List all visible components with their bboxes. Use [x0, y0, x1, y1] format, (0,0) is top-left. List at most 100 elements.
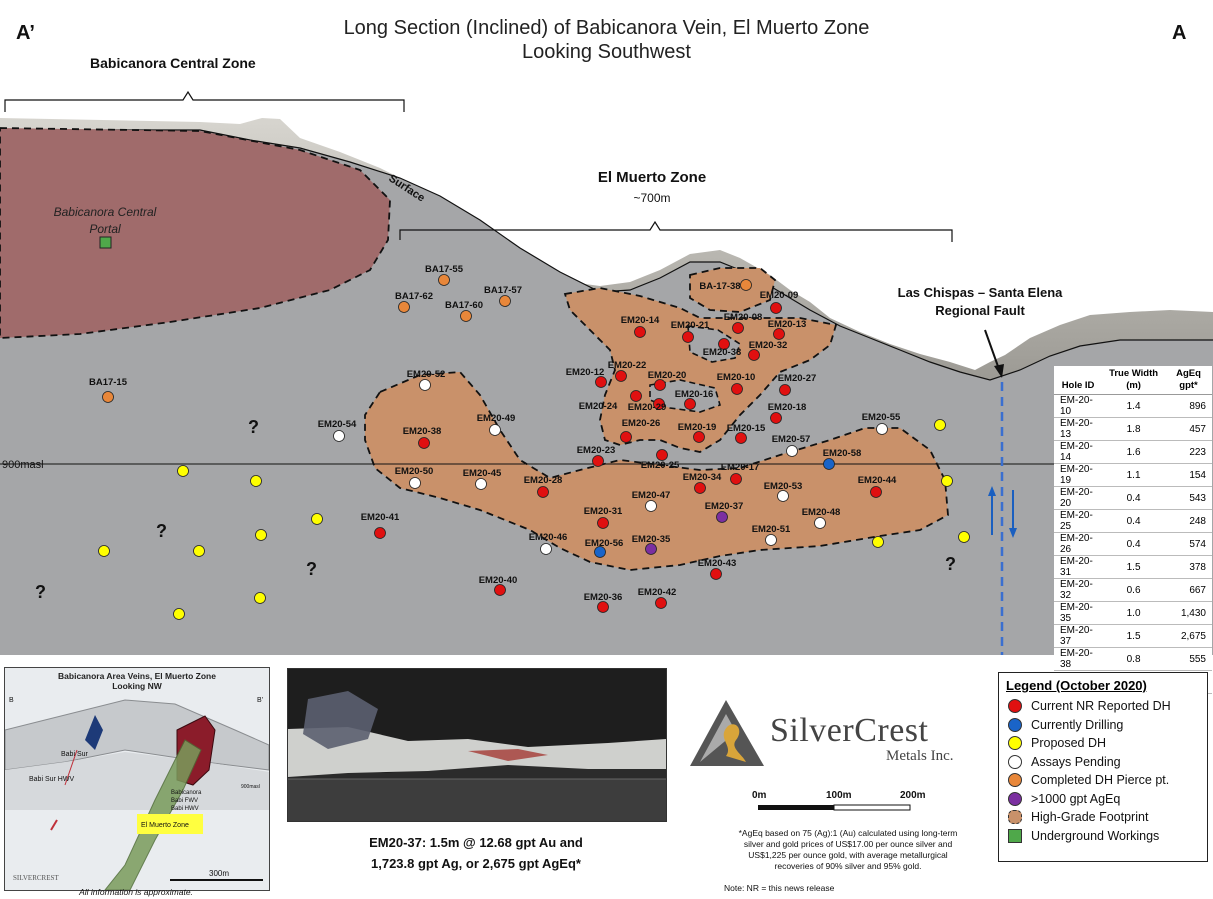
table-cell: 1.8	[1102, 417, 1166, 441]
corner-right-label: A	[1172, 22, 1187, 44]
unknown-marker: ?	[35, 582, 46, 602]
central-zone-label: Babicanora Central Zone	[90, 55, 256, 71]
drillhole-marker	[718, 338, 730, 350]
inset-3d-view: Babicanora Area Veins, El Muerto Zone Lo…	[4, 667, 270, 891]
results-table: Hole ID True Width (m) AgEq gpt* EM-20-1…	[1054, 366, 1212, 694]
table-header-hole-id: Hole ID	[1054, 366, 1103, 395]
drillhole-marker	[684, 398, 696, 410]
drillhole-marker	[494, 584, 506, 596]
portal-label-line2: Portal	[89, 222, 121, 236]
drillhole-label: EM20-32	[749, 340, 788, 351]
unknown-marker: ?	[945, 554, 956, 574]
drillhole-label: EM20-53	[764, 481, 803, 492]
drillhole-marker	[694, 482, 706, 494]
legend-swatch	[1008, 736, 1022, 751]
inset-scale-label: 300m	[209, 869, 229, 878]
table-cell: 457	[1165, 417, 1212, 441]
legend-swatch	[1008, 754, 1022, 769]
drillhole-marker	[773, 328, 785, 340]
drillhole-marker	[409, 477, 421, 489]
drillhole-marker	[748, 349, 760, 361]
drillhole-label: EM20-57	[772, 434, 811, 445]
portal-label-line1: Babicanora Central	[54, 205, 157, 219]
proposed-drillhole-marker	[254, 592, 266, 604]
drillhole-label: EM20-18	[768, 402, 807, 413]
drillhole-marker	[765, 534, 777, 546]
scale-label-200: 200m	[900, 790, 926, 801]
table-cell: EM-20-13	[1054, 417, 1103, 441]
drillhole-label: EM20-38	[403, 426, 442, 437]
el-muerto-width-label: ~700m	[633, 191, 670, 205]
scale-label-100: 100m	[826, 790, 852, 801]
drillhole-label: EM20-56	[585, 538, 624, 549]
drillhole-marker	[419, 379, 431, 391]
drillhole-label: EM20-51	[752, 524, 791, 535]
table-cell: 1.1	[1102, 463, 1166, 487]
drillhole-label: EM20-44	[858, 475, 897, 486]
table-cell: 555	[1165, 647, 1212, 671]
drillhole-label: EM20-29	[628, 402, 667, 413]
footnote-line4: recoveries of 90% silver and 95% gold.	[774, 861, 922, 871]
proposed-drillhole-marker	[98, 545, 110, 557]
inset-title-line2: Looking NW	[112, 681, 162, 691]
drillhole-marker	[645, 500, 657, 512]
drillhole-label: EM20-24	[579, 401, 618, 412]
drillhole-label: BA17-62	[395, 291, 433, 302]
babicanora-central-zone-area	[0, 127, 391, 339]
nr-note: Note: NR = this news release	[724, 883, 835, 893]
table-cell: EM-20-20	[1054, 486, 1103, 510]
drillhole-marker	[592, 455, 604, 467]
drillhole-label: EM20-22	[608, 360, 647, 371]
silvercrest-logo-icon	[690, 700, 764, 766]
drillhole-marker	[597, 517, 609, 529]
drillhole-label: EM20-21	[671, 320, 710, 331]
drillhole-label: BA17-57	[484, 285, 522, 296]
drillhole-marker	[653, 398, 665, 410]
legend-label: >1000 gpt AgEq	[1031, 791, 1121, 806]
drillhole-marker	[374, 527, 386, 539]
inset-b-left: B	[9, 697, 14, 704]
legend-swatch	[1008, 791, 1022, 806]
drillhole-label: EM20-43	[698, 558, 737, 569]
table-cell: 1.0	[1102, 601, 1166, 625]
legend-item: Assays Pending	[1008, 753, 1207, 772]
inset-babi-hwv: Babi HWV	[171, 806, 199, 812]
drillhole-marker	[438, 274, 450, 286]
drillhole-label: EM20-27	[778, 373, 817, 384]
footnote-line3: US$1,225 per ounce gold, with average me…	[748, 850, 948, 860]
proposed-drillhole-marker	[934, 419, 946, 431]
map-title-line2: Looking Southwest	[521, 41, 691, 63]
drillhole-label: EM20-58	[823, 448, 862, 459]
table-cell: 1.4	[1102, 394, 1166, 418]
map-title: Long Section (Inclined) of Babicanora Ve…	[0, 16, 1213, 64]
high-grade-footprint-upper	[563, 287, 838, 453]
table-cell: EM-20-38	[1054, 647, 1103, 671]
elevation-label: 900masl	[2, 459, 44, 471]
table-cell: 248	[1165, 509, 1212, 533]
drillhole-marker	[655, 597, 667, 609]
drillhole-label: BA17-60	[445, 300, 483, 311]
drillhole-marker	[460, 310, 472, 322]
drillhole-marker	[634, 326, 646, 338]
unknown-marker: ?	[156, 521, 167, 541]
table-cell: EM-20-14	[1054, 440, 1103, 464]
legend-label: High-Grade Footprint	[1031, 810, 1149, 825]
table-cell: 1.6	[1102, 440, 1166, 464]
drillhole-label: BA17-55	[425, 264, 464, 275]
table-cell: 154	[1165, 463, 1212, 487]
drillhole-label: EM20-48	[802, 507, 841, 518]
drillhole-marker	[620, 431, 632, 443]
drillhole-marker	[823, 458, 835, 470]
drillhole-label: EM20-12	[566, 367, 605, 378]
legend-swatch	[1008, 828, 1022, 843]
table-cell: 223	[1165, 440, 1212, 464]
drillhole-marker	[716, 511, 728, 523]
ageq-footnote: *AgEq based on 75 (Ag):1 (Au) calculated…	[712, 828, 984, 872]
legend-item: >1000 gpt AgEq	[1008, 790, 1207, 809]
map-title-line1: Long Section (Inclined) of Babicanora Ve…	[343, 17, 870, 39]
inset-b-right: B’	[257, 697, 264, 704]
